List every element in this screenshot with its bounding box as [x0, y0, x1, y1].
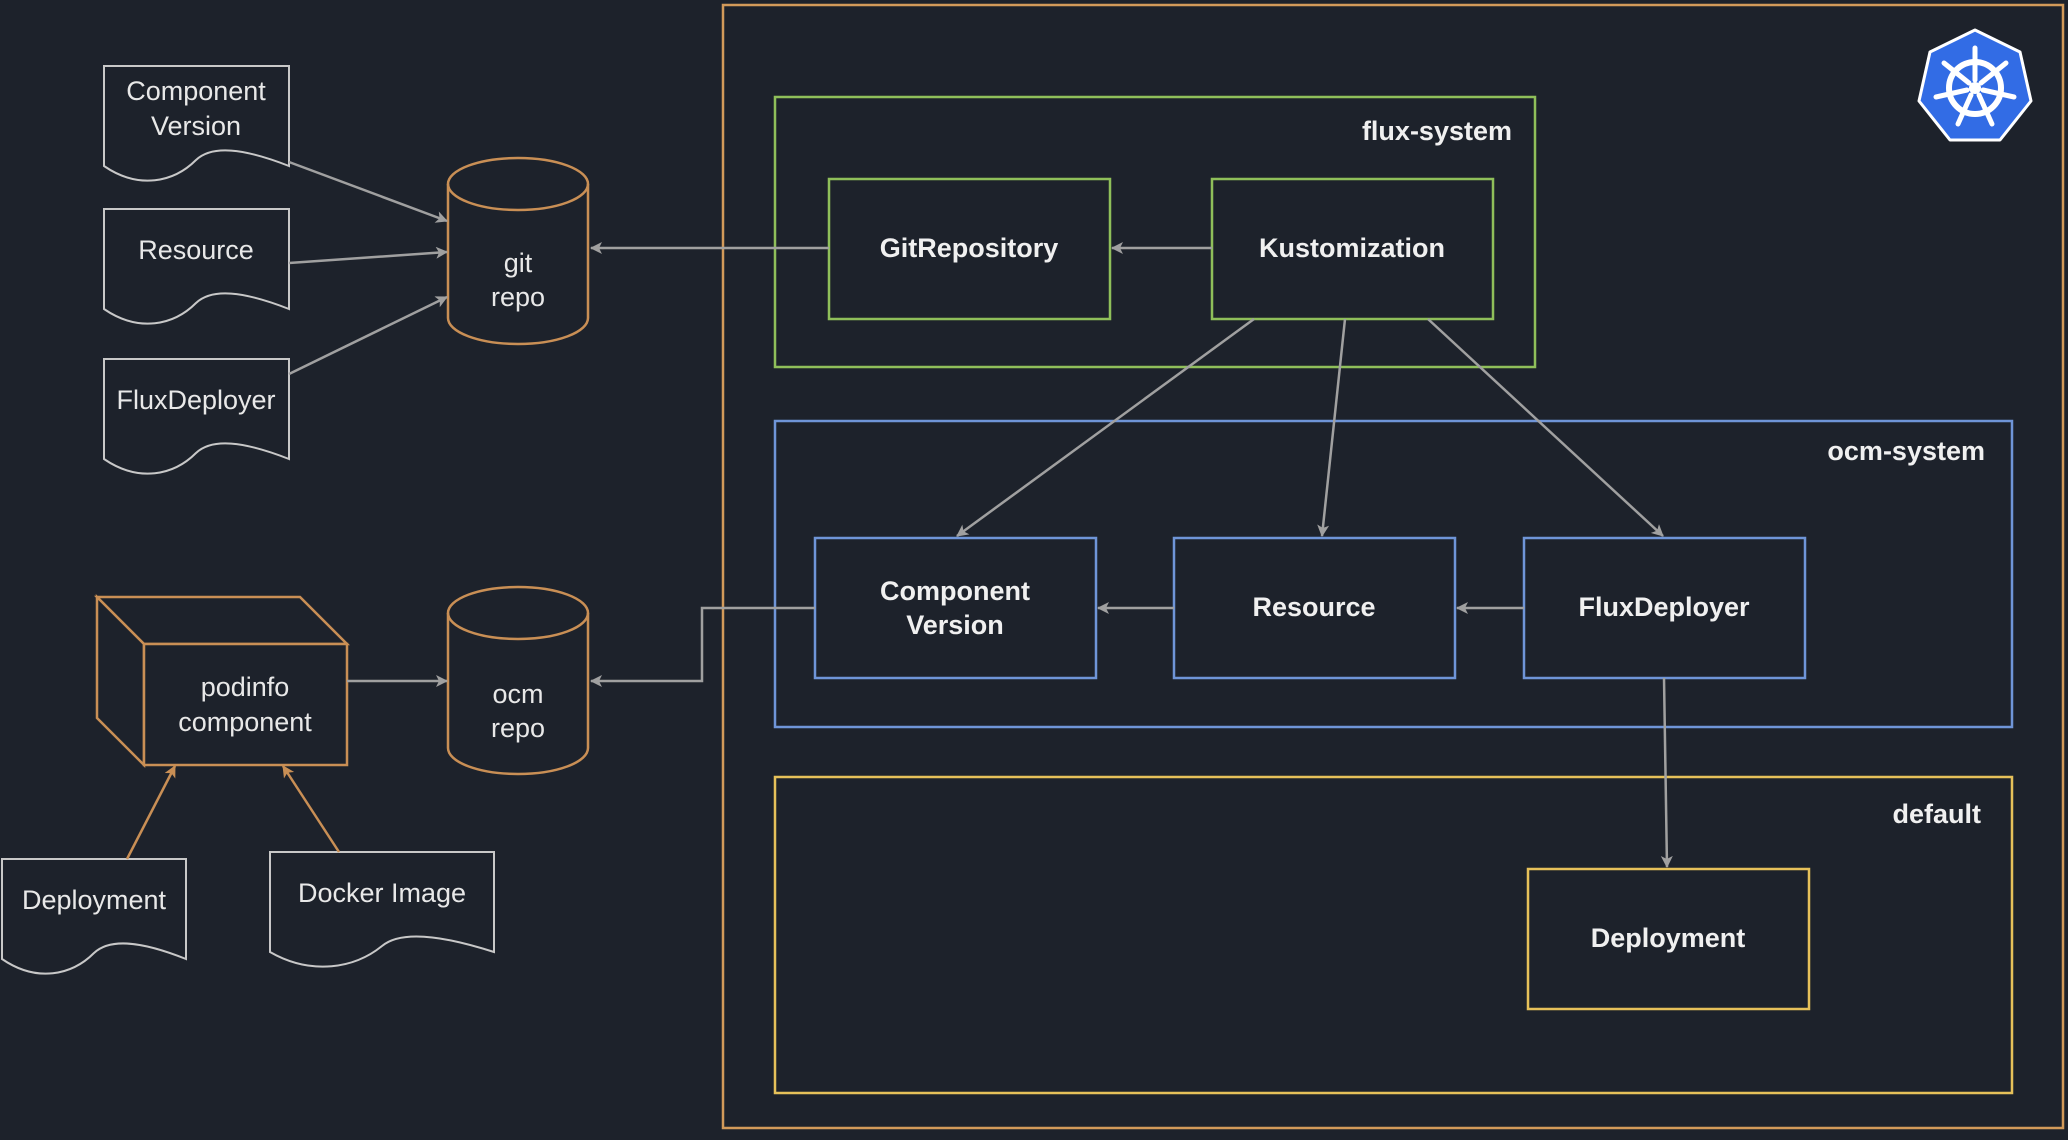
ocm-repo-cylinder[interactable]: ocm repo — [446, 585, 590, 776]
default-namespace — [773, 775, 2014, 1095]
arrow-kustomization-to-resource — [1317, 318, 1347, 537]
deployment-document[interactable]: Deployment — [1, 858, 187, 975]
arrow-flux-deployer-to-deployment — [1660, 677, 1673, 868]
svg-text:git: git — [504, 248, 533, 278]
kubernetes-icon — [1917, 28, 2033, 142]
resource-node[interactable]: Resource — [1172, 536, 1457, 680]
git-repository-node[interactable]: GitRepository — [827, 177, 1112, 321]
svg-text:repo: repo — [491, 282, 545, 312]
svg-text:Version: Version — [906, 610, 1004, 640]
deployment-node[interactable]: Deployment — [1526, 867, 1811, 1011]
svg-text:Component: Component — [880, 576, 1030, 606]
svg-text:FluxDeployer: FluxDeployer — [116, 385, 275, 415]
svg-text:Deployment: Deployment — [1591, 923, 1746, 953]
resource-document[interactable]: Resource — [103, 208, 290, 325]
arrow-kustomization-to-flux-deployer — [1427, 318, 1664, 537]
svg-text:repo: repo — [491, 713, 545, 743]
svg-text:Version: Version — [151, 111, 241, 141]
svg-text:ocm: ocm — [492, 679, 543, 709]
svg-text:FluxDeployer: FluxDeployer — [1578, 592, 1750, 622]
ocm-system-label: ocm-system — [1827, 436, 1985, 466]
svg-text:Kustomization: Kustomization — [1259, 233, 1445, 263]
svg-text:GitRepository: GitRepository — [880, 233, 1059, 263]
arrow-component-version-to-ocm-repo — [590, 606, 815, 687]
arrow-resource-doc-to-git — [288, 246, 448, 265]
cluster-boundary — [721, 3, 2065, 1130]
arrow-kustomization-to-component-version — [956, 317, 1255, 538]
svg-text:Resource: Resource — [1252, 592, 1375, 622]
connectors — [125, 160, 1673, 868]
arrow-deployment-doc-to-podinfo — [125, 765, 177, 860]
flux-deployer-node[interactable]: FluxDeployer — [1522, 536, 1807, 680]
git-repo-cylinder[interactable]: git repo — [446, 156, 590, 346]
kustomization-node[interactable]: Kustomization — [1210, 177, 1495, 321]
flux-deployer-document[interactable]: FluxDeployer — [103, 358, 290, 475]
svg-text:Component: Component — [126, 76, 266, 106]
flux-system-namespace — [773, 95, 1537, 369]
flux-system-label: flux-system — [1362, 116, 1512, 146]
component-version-node[interactable]: Component Version — [813, 536, 1098, 680]
arrow-component-version-doc-to-git — [288, 160, 448, 223]
svg-text:component: component — [178, 707, 312, 737]
component-version-document[interactable]: Component Version — [103, 65, 290, 182]
svg-text:Docker Image: Docker Image — [298, 878, 466, 908]
svg-text:podinfo: podinfo — [201, 672, 290, 702]
svg-text:Deployment: Deployment — [22, 885, 167, 915]
default-namespace-label: default — [1892, 799, 1981, 829]
arrow-flux-deployer-doc-to-git — [288, 295, 448, 376]
docker-image-document[interactable]: Docker Image — [269, 851, 495, 968]
arrow-docker-image-doc-to-podinfo — [281, 765, 341, 853]
svg-text:Resource: Resource — [138, 235, 254, 265]
ocm-system-namespace — [773, 419, 2014, 729]
podinfo-component-box[interactable]: podinfo component — [93, 593, 351, 769]
